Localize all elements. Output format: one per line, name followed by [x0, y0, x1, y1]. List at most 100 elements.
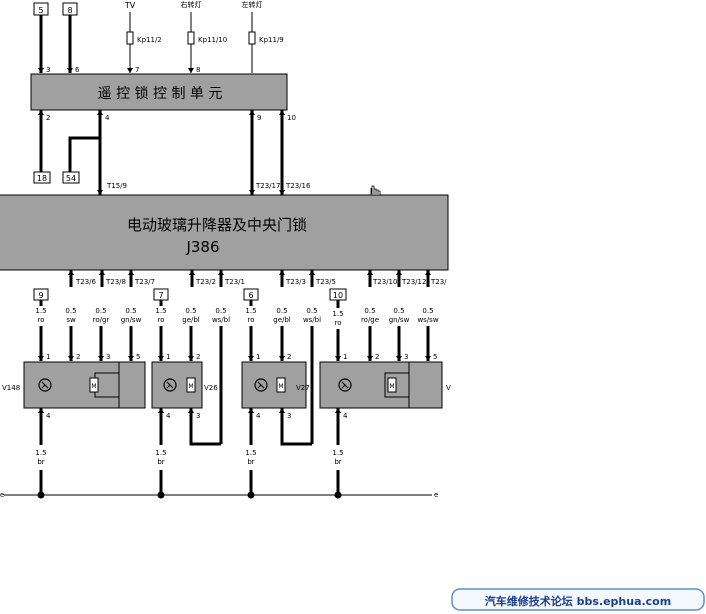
- fuse-kp11-10: Kp11/10: [187, 12, 227, 73]
- svg-text:T23/: T23/: [430, 278, 447, 286]
- label-tv: TV: [124, 1, 136, 10]
- svg-text:sw: sw: [66, 316, 76, 324]
- svg-text:4: 4: [46, 412, 51, 420]
- svg-text:54: 54: [66, 174, 76, 183]
- box-54: 54: [62, 171, 80, 184]
- svg-text:e: e: [0, 491, 4, 499]
- svg-text:0.5: 0.5: [306, 307, 317, 315]
- svg-text:1.5: 1.5: [245, 449, 256, 457]
- svg-text:T23/1: T23/1: [224, 278, 245, 286]
- pin-label: 7: [135, 66, 139, 74]
- svg-text:br: br: [334, 458, 341, 466]
- svg-text:3: 3: [404, 353, 408, 361]
- svg-text:0.5: 0.5: [422, 307, 433, 315]
- pin-label: 6: [75, 66, 80, 74]
- top-box-8: 8: [62, 2, 78, 16]
- fuse-kp11-2: Kp11/2: [126, 12, 162, 73]
- svg-text:1: 1: [166, 353, 170, 361]
- svg-text:2: 2: [375, 353, 379, 361]
- svg-text:M: M: [91, 383, 96, 390]
- remote-lock-control-unit: 遥 控 锁 控 制 单 元: [30, 73, 288, 111]
- svg-text:5: 5: [38, 6, 43, 15]
- motor-m-icon: [276, 377, 286, 393]
- svg-text:T23/10: T23/10: [372, 278, 397, 286]
- pin-label: 3: [46, 66, 50, 74]
- connector-label: T23/16: [285, 182, 311, 190]
- svg-text:Kp11/10: Kp11/10: [198, 36, 227, 44]
- motor-v27: M V27: [241, 361, 310, 409]
- pin-label: 8: [196, 66, 200, 74]
- motor-symbol-icon: [338, 378, 352, 392]
- svg-text:4: 4: [343, 412, 348, 420]
- svg-text:0.5: 0.5: [125, 307, 136, 315]
- svg-text:M: M: [278, 383, 283, 390]
- motor-m-icon: [89, 377, 99, 393]
- motor-symbol-icon: [38, 378, 52, 392]
- pin-arrows: [38, 68, 194, 73]
- svg-text:1.5: 1.5: [332, 310, 343, 318]
- svg-text:Kp11/9: Kp11/9: [259, 36, 284, 44]
- svg-text:9: 9: [38, 291, 43, 300]
- wire-spec-labels: 1.5ro 0.5sw 0.5ro/gr 0.5gn/sw 1.5ro 0.5g…: [35, 307, 438, 327]
- svg-text:遥 控 锁 控 制 单 元: 遥 控 锁 控 制 单 元: [98, 86, 223, 102]
- svg-text:0.5: 0.5: [393, 307, 404, 315]
- svg-text:0.5: 0.5: [65, 307, 76, 315]
- svg-text:1.5: 1.5: [245, 307, 256, 315]
- fuse-kp11-9: Kp11/9: [248, 12, 284, 73]
- svg-text:18: 18: [37, 174, 47, 183]
- svg-text:M: M: [389, 383, 394, 390]
- svg-text:1.5: 1.5: [155, 449, 166, 457]
- connector-label: T23/17: [255, 182, 280, 190]
- top-box-5: 5: [33, 2, 49, 16]
- svg-text:2: 2: [76, 353, 80, 361]
- svg-text:ro/ge: ro/ge: [361, 316, 379, 324]
- svg-text:ro: ro: [37, 316, 44, 324]
- svg-text:T23/6: T23/6: [75, 278, 97, 286]
- svg-text:1.5: 1.5: [332, 449, 343, 457]
- bottom-pin-arrows: [38, 408, 341, 413]
- j386-connector-labels: T23/6 T23/8 T23/7 T23/2 T23/1 T23/3 T23/…: [75, 278, 447, 286]
- motor-input-wires: [39, 300, 430, 444]
- svg-text:3: 3: [196, 412, 200, 420]
- j386-module: 电动玻璃升降器及中央门锁 J386: [0, 194, 449, 271]
- motor-v-right: M V: [319, 361, 451, 409]
- wire: [68, 110, 102, 172]
- motor-v26: M V26: [151, 361, 218, 409]
- ground-bus: e e: [0, 491, 438, 499]
- svg-text:5: 5: [433, 353, 437, 361]
- svg-text:ro: ro: [157, 316, 164, 324]
- svg-text:br: br: [247, 458, 254, 466]
- svg-text:汽车维修技术论坛 bbs.ephua.com: 汽车维修技术论坛 bbs.ephua.com: [485, 594, 671, 608]
- svg-text:gn/sw: gn/sw: [121, 316, 142, 324]
- wire-box-9: 9: [33, 288, 49, 301]
- svg-text:1.5: 1.5: [35, 307, 46, 315]
- motor-pin-labels: 1 2 3 5 1 2 1 2 1 2 3 5: [46, 353, 437, 361]
- motor-m-icon: [186, 377, 196, 393]
- svg-text:Kp11/2: Kp11/2: [137, 36, 162, 44]
- svg-text:V26: V26: [204, 384, 218, 392]
- svg-text:0.5: 0.5: [276, 307, 287, 315]
- svg-text:0.5: 0.5: [364, 307, 375, 315]
- svg-text:2: 2: [287, 353, 291, 361]
- svg-text:ro/gr: ro/gr: [93, 316, 110, 324]
- footer-watermark: 汽车维修技术论坛 bbs.ephua.com: [451, 588, 705, 611]
- svg-text:7: 7: [158, 291, 163, 300]
- label-left-turn: 左转灯: [242, 0, 263, 9]
- svg-text:V27: V27: [296, 384, 310, 392]
- motor-pin-arrows: [38, 356, 431, 361]
- svg-text:电动玻璃升降器及中央门锁: 电动玻璃升降器及中央门锁: [127, 216, 307, 234]
- pin-label: 10: [287, 114, 296, 122]
- motor-m-icon: [387, 377, 397, 393]
- label-right-turn: 右转灯: [181, 0, 202, 9]
- motor-bottom-pin-labels: 4 4 3 4 3 4: [46, 412, 348, 420]
- pin-label: 4: [105, 114, 110, 122]
- svg-text:1.5: 1.5: [35, 449, 46, 457]
- svg-text:gn/sw: gn/sw: [389, 316, 410, 324]
- svg-text:8: 8: [67, 6, 72, 15]
- svg-text:1: 1: [46, 353, 50, 361]
- svg-text:1: 1: [343, 353, 347, 361]
- motor-symbol-icon: [254, 378, 268, 392]
- motor-symbol-icon: [163, 378, 177, 392]
- svg-text:T23/2: T23/2: [195, 278, 216, 286]
